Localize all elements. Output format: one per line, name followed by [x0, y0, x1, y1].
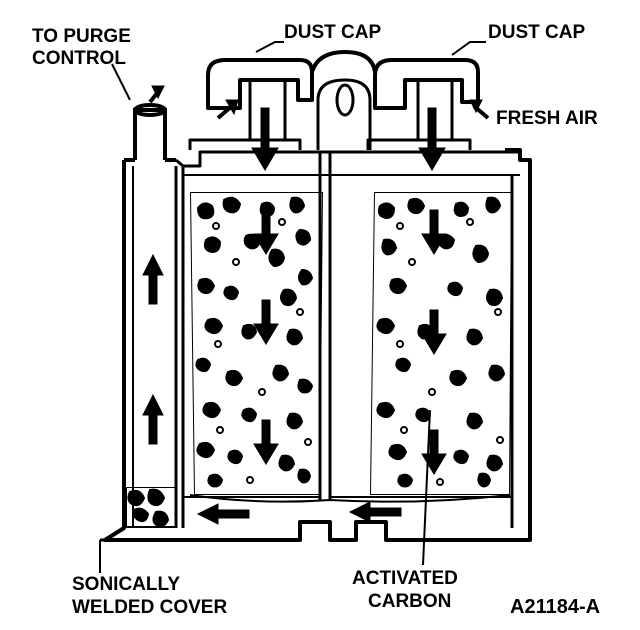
label-control: CONTROL [32, 48, 126, 69]
label-to-purge: TO PURGE [32, 26, 131, 47]
activated-carbon-left [190, 192, 323, 495]
arrow-down-carbon-left-2 [253, 299, 279, 345]
activated-carbon-right [370, 192, 512, 495]
arrow-down-carbon-left-1 [253, 209, 279, 255]
labels: TO PURGE CONTROL DUST CAP DUST CAP FRESH… [32, 22, 600, 618]
arrow-fresh-air-left [216, 99, 239, 120]
arrow-left-bottom-2 [348, 501, 402, 523]
arrow-down-carbon-right-3 [421, 429, 447, 475]
leader-lines [99, 41, 486, 573]
label-activated: ACTIVATED [352, 568, 458, 589]
flow-arrows [142, 85, 490, 525]
arrow-down-inlet-left [251, 107, 279, 171]
arrow-up-purge-2 [142, 393, 164, 445]
arrow-purge-out [148, 85, 165, 104]
arrow-down-carbon-right-2 [421, 309, 447, 355]
arrow-fresh-air-right [469, 99, 490, 120]
leader-purge [111, 63, 131, 101]
dust-cap-left [206, 58, 314, 140]
dust-cap-right [373, 58, 480, 140]
label-dust-cap-right: DUST CAP [488, 22, 585, 43]
arrow-up-purge-1 [142, 253, 164, 305]
figure-id: A21184-A [510, 596, 600, 618]
leader-carbon [422, 409, 431, 566]
arrow-down-carbon-right-1 [421, 209, 447, 255]
arrow-down-inlet-right [418, 107, 446, 171]
label-welded-cover: WELDED COVER [72, 597, 227, 618]
purge-chamber-carbon [125, 487, 177, 528]
label-fresh-air: FRESH AIR [496, 108, 598, 129]
purge-port [133, 103, 184, 168]
arrow-down-carbon-left-3 [253, 419, 279, 465]
label-carbon: CARBON [368, 591, 451, 612]
label-dust-cap-left: DUST CAP [284, 22, 381, 43]
leader-dust-cap-right [451, 41, 486, 56]
leader-dust-cap-left [255, 41, 284, 53]
arrow-left-bottom-1 [196, 503, 250, 525]
label-sonically: SONICALLY [72, 574, 180, 595]
center-handle [310, 49, 377, 150]
canister-body [100, 138, 532, 542]
